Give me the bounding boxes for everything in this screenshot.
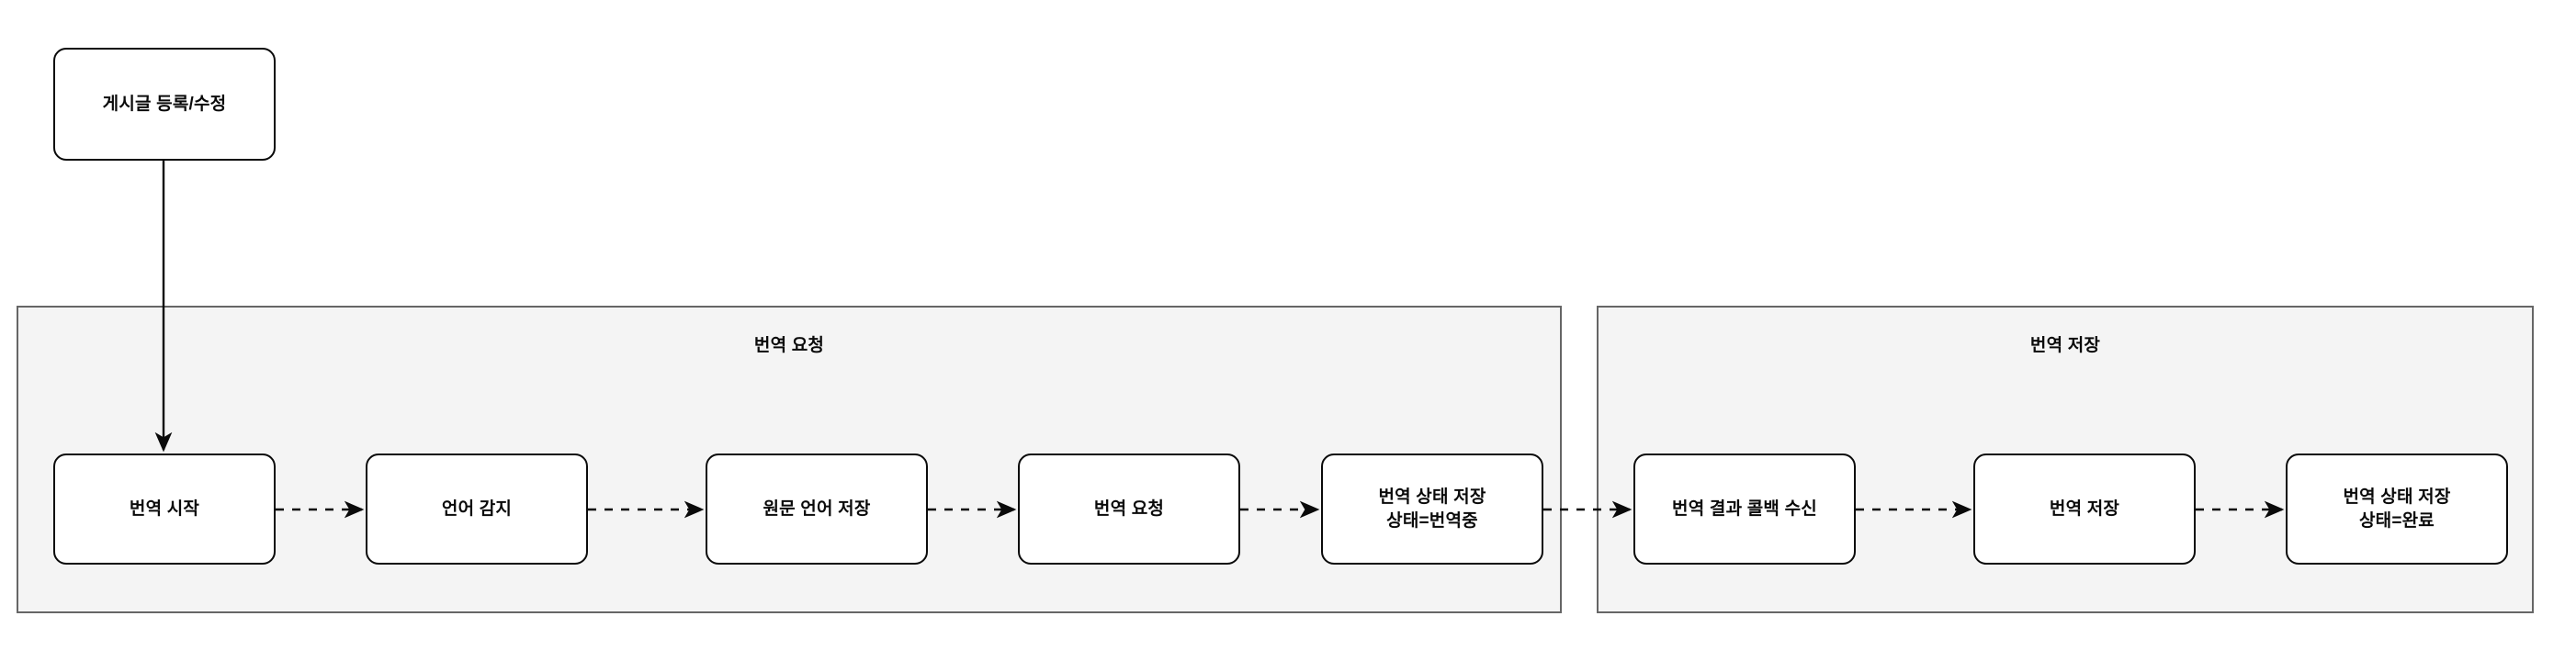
node-label: 번역 시작 xyxy=(129,498,200,519)
node-label: 번역 저장 xyxy=(2049,498,2120,519)
group-title: 번역 요청 xyxy=(753,336,825,355)
node-save-source-lang[interactable]: 원문 언어 저장 xyxy=(706,454,928,565)
node-language-detect[interactable]: 언어 감지 xyxy=(366,454,588,565)
node-label: 원문 언어 저장 xyxy=(763,498,871,519)
node-label: 언어 감지 xyxy=(441,498,513,519)
node-translation-start[interactable]: 번역 시작 xyxy=(53,454,276,565)
node-label: 번역 요청 xyxy=(1093,498,1165,519)
node-label: 번역 결과 콜백 수신 xyxy=(1672,498,1817,519)
node-request-translate[interactable]: 번역 요청 xyxy=(1018,454,1240,565)
node-post-create-edit[interactable]: 게시글 등록/수정 xyxy=(53,48,276,161)
group-title: 번역 저장 xyxy=(2029,336,2101,355)
node-save-translation[interactable]: 번역 저장 xyxy=(1973,454,2196,565)
node-label: 번역 상태 저장 상태=번역중 xyxy=(1378,487,1486,531)
node-label: 게시글 등록/수정 xyxy=(102,94,227,114)
node-save-status-done[interactable]: 번역 상태 저장 상태=완료 xyxy=(2286,454,2508,565)
node-label: 번역 상태 저장 상태=완료 xyxy=(2343,487,2451,531)
node-receive-callback[interactable]: 번역 결과 콜백 수신 xyxy=(1633,454,1856,565)
node-save-status-doing[interactable]: 번역 상태 저장 상태=번역중 xyxy=(1321,454,1543,565)
